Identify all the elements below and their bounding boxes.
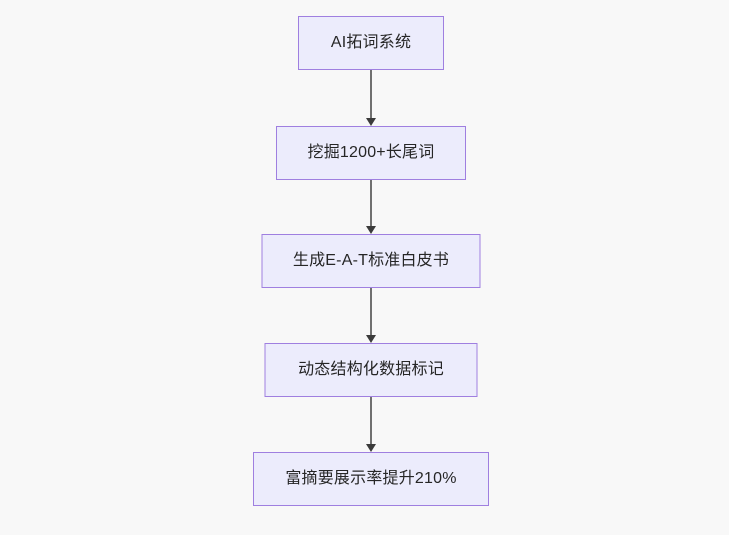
- flow-node-2[interactable]: 挖掘1200+长尾词: [276, 126, 466, 180]
- flow-node-5[interactable]: 富摘要展示率提升210%: [253, 452, 489, 506]
- flow-edge-1-line: [370, 70, 372, 118]
- flow-edge-3-line: [370, 288, 372, 335]
- flow-edge-2: [365, 180, 377, 234]
- flow-edge-1: [365, 70, 377, 126]
- flow-node-1[interactable]: AI拓词系统: [298, 16, 444, 70]
- flow-node-1-label: AI拓词系统: [330, 34, 412, 51]
- flow-node-2-label: 挖掘1200+长尾词: [307, 144, 435, 161]
- arrow-down-icon: [366, 335, 376, 343]
- flow-edge-3: [365, 288, 377, 343]
- flow-edge-4-line: [370, 397, 372, 444]
- arrow-down-icon: [366, 118, 376, 126]
- flow-node-4[interactable]: 动态结构化数据标记: [264, 343, 478, 397]
- flow-node-3-label: 生成E-A-T标准白皮书: [292, 252, 450, 269]
- flow-edge-4: [365, 397, 377, 452]
- flow-node-4-label: 动态结构化数据标记: [298, 361, 444, 378]
- flow-node-3[interactable]: 生成E-A-T标准白皮书: [261, 234, 481, 288]
- arrow-down-icon: [366, 444, 376, 452]
- flow-node-5-label: 富摘要展示率提升210%: [285, 470, 457, 487]
- arrow-down-icon: [366, 226, 376, 234]
- flow-edge-2-line: [370, 180, 372, 226]
